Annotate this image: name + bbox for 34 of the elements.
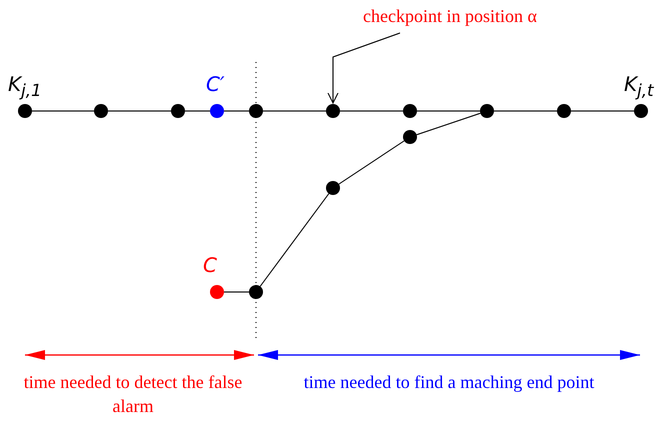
connector-line (494, 110, 558, 112)
note-text: time needed to detect the false alarm (22, 371, 244, 418)
connector-line (416, 112, 481, 136)
node-label: C′ (206, 72, 225, 96)
dot (403, 104, 417, 118)
connector-line (260, 193, 330, 287)
dot (94, 104, 108, 118)
dot (210, 285, 224, 299)
connector-line (416, 110, 480, 112)
dot (249, 104, 263, 118)
node-label: K$_{j,1}$ (8, 72, 42, 100)
node-label: C (203, 253, 217, 277)
dot (18, 104, 32, 118)
dot (210, 104, 224, 118)
dot (480, 104, 494, 118)
note-text: time needed to find a maching end point (302, 371, 596, 394)
leader-line (328, 32, 400, 104)
dot (171, 104, 185, 118)
connector-line (570, 110, 634, 112)
connector-line (262, 110, 326, 112)
dot (403, 130, 417, 144)
callout-text: checkpoint in position α (300, 4, 600, 28)
dot (557, 104, 571, 118)
dot (326, 104, 340, 118)
connector-line (340, 110, 404, 112)
connector-line (338, 140, 405, 185)
dot (326, 181, 340, 195)
connector-line (32, 110, 94, 112)
connector-line (184, 110, 210, 112)
dot (634, 104, 648, 118)
node-label: K$_{j,t}$ (624, 72, 654, 100)
connector-line (108, 110, 172, 112)
dot (249, 285, 263, 299)
connector-line (224, 110, 250, 112)
